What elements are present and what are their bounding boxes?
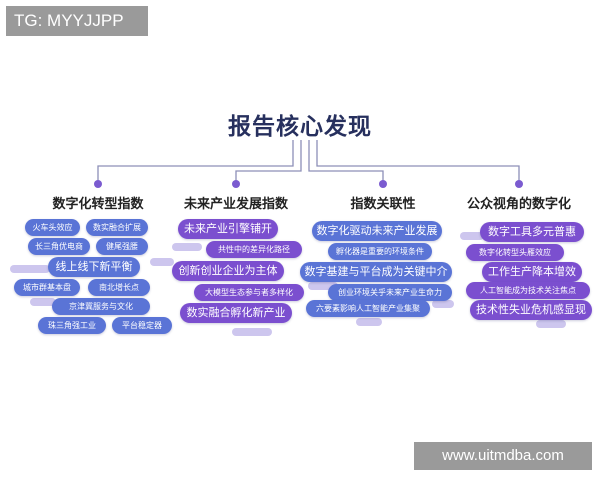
finding-pill: 数字化驱动未来产业发展 bbox=[312, 221, 442, 241]
decor-bar bbox=[432, 300, 454, 308]
finding-pill: 平台稳定器 bbox=[112, 317, 172, 334]
finding-pill: 南北增长点 bbox=[88, 279, 150, 296]
decor-bar bbox=[150, 258, 174, 266]
finding-pill: 未来产业引擎铺开 bbox=[178, 219, 278, 239]
node-dot-1 bbox=[94, 180, 102, 188]
finding-pill: 创业环境关乎未来产业生命力 bbox=[328, 284, 452, 301]
connector-left bbox=[97, 140, 294, 182]
finding-pill: 数实融合孵化新产业 bbox=[180, 303, 292, 323]
decor-bar bbox=[460, 232, 484, 240]
finding-pill: 人工智能成为技术关注焦点 bbox=[466, 282, 590, 299]
connector-right bbox=[316, 140, 520, 182]
diagram-title: 报告核心发现 bbox=[228, 114, 372, 140]
finding-pill: 共性中的差异化路径 bbox=[206, 241, 302, 258]
finding-pill: 六要素影响人工智能产业集聚 bbox=[306, 300, 430, 317]
finding-pill: 城市群基本盘 bbox=[14, 279, 80, 296]
finding-pill: 长三角优电商 bbox=[28, 238, 90, 255]
branch-heading-future-industry: 未来产业发展指数 bbox=[183, 197, 288, 212]
finding-pill: 线上线下新平衡 bbox=[48, 257, 140, 277]
decor-bar bbox=[308, 282, 338, 290]
node-dot-2 bbox=[232, 180, 240, 188]
finding-pill: 大模型生态参与者多样化 bbox=[194, 284, 304, 301]
finding-pill: 数字基建与平台成为关键中介 bbox=[300, 262, 452, 282]
finding-pill: 数字化转型头雁效应 bbox=[466, 244, 564, 261]
decor-bar bbox=[30, 298, 56, 306]
decor-bar bbox=[232, 328, 272, 336]
connector-mid-right bbox=[308, 140, 384, 182]
finding-pill: 健尾强腰 bbox=[96, 238, 148, 255]
finding-pill: 工作生产降本增效 bbox=[482, 262, 582, 282]
finding-pill: 创新创业企业为主体 bbox=[172, 261, 284, 281]
decor-bar bbox=[356, 318, 382, 326]
finding-pill: 数实融合扩展 bbox=[86, 219, 148, 236]
watermark-url: www.uitmdba.com bbox=[414, 442, 592, 470]
decor-bar bbox=[10, 265, 50, 273]
branch-heading-correlation: 指数关联性 bbox=[350, 197, 416, 212]
branch-heading-digital-transformation: 数字化转型指数 bbox=[52, 197, 144, 212]
connector-mid-left bbox=[235, 140, 302, 182]
finding-pill: 技术性失业危机感显现 bbox=[470, 300, 592, 320]
node-dot-3 bbox=[379, 180, 387, 188]
finding-pill: 数字工具多元普惠 bbox=[480, 222, 584, 242]
finding-pill: 火车头效应 bbox=[25, 219, 80, 236]
node-dot-4 bbox=[515, 180, 523, 188]
decor-bar bbox=[172, 243, 202, 251]
branch-heading-public-view: 公众视角的数字化 bbox=[466, 197, 571, 212]
decor-bar bbox=[536, 320, 566, 328]
watermark-tag: TG: MYYJJPP bbox=[6, 6, 148, 36]
finding-pill: 孵化器是重要的环境条件 bbox=[328, 243, 432, 260]
finding-pill: 珠三角强工业 bbox=[38, 317, 106, 334]
finding-pill: 京津冀服务与文化 bbox=[52, 298, 150, 315]
